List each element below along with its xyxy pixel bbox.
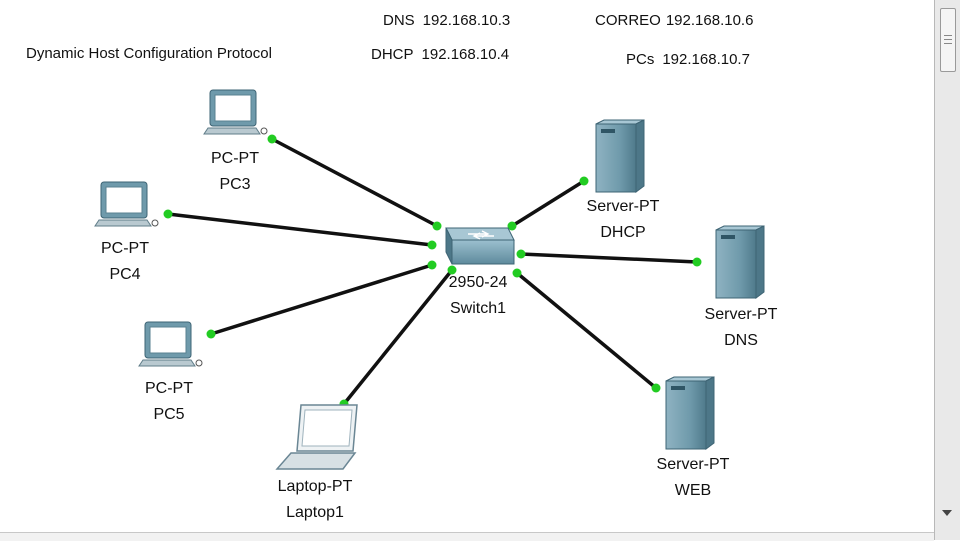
link-laptop1-switch1[interactable] — [342, 268, 454, 406]
topology-title: Dynamic Host Configuration Protocol — [26, 45, 272, 62]
pc3-label: PC-PT PC3 — [195, 146, 275, 198]
pc4-icon[interactable] — [94, 181, 159, 227]
pcs-ip: 192.168.10.7 — [662, 51, 750, 68]
vertical-scrollbar[interactable] — [934, 0, 960, 540]
bottom-edge — [0, 532, 934, 541]
dns-note: DNS 192.168.10.3 — [383, 12, 510, 29]
link-light — [651, 383, 661, 393]
dns-server-model: Server-PT — [704, 306, 778, 323]
dhcp-key: DHCP — [371, 46, 414, 63]
link-light — [427, 240, 437, 250]
laptop1-icon[interactable] — [275, 404, 358, 470]
web-server-model: Server-PT — [656, 456, 730, 473]
dns-server-name: DNS — [724, 332, 758, 349]
topology-canvas[interactable]: Dynamic Host Configuration Protocol DNS 1… — [0, 0, 934, 541]
switch1-icon[interactable] — [445, 227, 515, 265]
dhcp-server-model: Server-PT — [586, 198, 660, 215]
link-light — [267, 134, 277, 144]
title-text: Dynamic Host Configuration Protocol — [26, 45, 272, 62]
dns-server-label: Server-PT DNS — [686, 302, 796, 354]
link-light — [507, 221, 517, 231]
link-light — [432, 221, 442, 231]
pc4-name: PC4 — [109, 266, 141, 283]
pcs-note: PCs 192.168.10.7 — [626, 51, 750, 68]
laptop1-label: Laptop-PT Laptop1 — [260, 474, 370, 526]
topology-svg — [94, 89, 765, 470]
dns-key: DNS — [383, 12, 415, 29]
pc3-name: PC3 — [219, 176, 251, 193]
pc5-model: PC-PT — [145, 380, 193, 397]
pcs-key: PCs — [626, 51, 655, 68]
link-pc4-switch1[interactable] — [166, 212, 434, 247]
pc5-name: PC5 — [153, 406, 185, 423]
web-server-label: Server-PT WEB — [638, 452, 748, 504]
link-light — [206, 329, 216, 339]
link-light — [579, 176, 589, 186]
dhcp-server-icon[interactable] — [595, 119, 645, 193]
pc5-icon[interactable] — [138, 321, 203, 367]
link-pc5-switch1[interactable] — [209, 263, 434, 336]
web-server-name: WEB — [674, 482, 712, 499]
dns-ip: 192.168.10.3 — [422, 12, 511, 29]
link-light — [516, 249, 526, 259]
laptop1-name: Laptop1 — [286, 504, 344, 521]
pc5-label: PC-PT PC5 — [129, 376, 209, 428]
web-server-icon[interactable] — [665, 376, 715, 450]
link-light — [447, 265, 457, 275]
switch1-name: Switch1 — [449, 300, 507, 317]
link-lights — [163, 134, 702, 409]
links — [166, 137, 699, 406]
scroll-down-arrow-icon[interactable] — [942, 510, 952, 516]
link-light — [512, 268, 522, 278]
pc4-model: PC-PT — [101, 240, 149, 257]
link-dns-switch1[interactable] — [519, 252, 699, 264]
laptop1-model: Laptop-PT — [277, 478, 353, 495]
scroll-thumb[interactable] — [940, 8, 956, 72]
pc3-icon[interactable] — [203, 89, 268, 135]
switch1-label: 2950-24 Switch1 — [428, 270, 528, 322]
dhcp-ip: 192.168.10.4 — [421, 46, 510, 63]
pc4-label: PC-PT PC4 — [85, 236, 165, 288]
correo-ip: 192.168.10.6 — [665, 12, 754, 29]
dhcp-note: DHCP 192.168.10.4 — [371, 46, 509, 63]
link-light — [427, 260, 437, 270]
link-pc3-switch1[interactable] — [270, 137, 439, 228]
correo-key: CORREO — [595, 12, 661, 29]
link-web-switch1[interactable] — [515, 271, 658, 390]
dns-server-icon[interactable] — [715, 225, 765, 299]
link-dhcp-switch1[interactable] — [510, 179, 586, 228]
link-light — [163, 209, 173, 219]
dhcp-server-label: Server-PT DHCP — [568, 194, 678, 246]
switch1-model: 2950-24 — [448, 274, 508, 291]
pc3-model: PC-PT — [211, 150, 259, 167]
link-light — [692, 257, 702, 267]
dhcp-server-name: DHCP — [600, 224, 646, 241]
